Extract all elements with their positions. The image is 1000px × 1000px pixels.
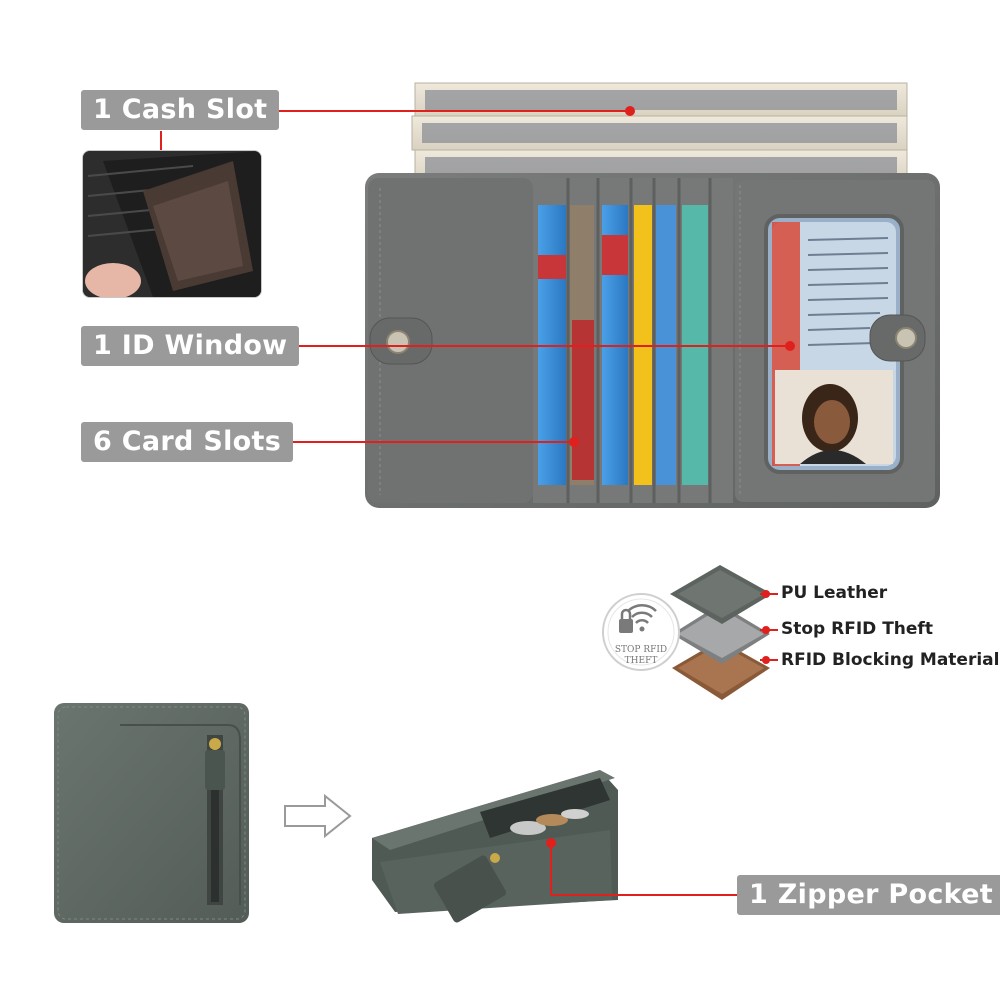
- callout-lines: [160, 110, 790, 443]
- snap-button: [895, 327, 917, 349]
- open-zipper-wallet: [372, 770, 618, 923]
- layer-label-pu-leather: PU Leather: [781, 583, 888, 603]
- rfid-badge-text-line2: THEFT: [624, 656, 658, 666]
- cash-slot-detail-illustration: [83, 151, 261, 297]
- callout-dot: [785, 341, 795, 351]
- layer-label-blocking-material: RFID Blocking Material: [781, 650, 1000, 670]
- callout-card-slots: 6 Card Slots: [81, 422, 294, 462]
- arrow-right-icon: [284, 793, 352, 839]
- layer-label-stop-rfid: Stop RFID Theft: [781, 619, 933, 639]
- cash-slot-detail-photo: [82, 150, 262, 298]
- callout-zipper-pocket: 1 Zipper Pocket: [737, 875, 1000, 915]
- callout-id-window: 1 ID Window: [81, 326, 300, 366]
- closed-wallet: [54, 703, 249, 923]
- wallet-left-flap: [368, 178, 533, 503]
- callout-dot: [569, 437, 579, 447]
- snap-button: [386, 330, 410, 354]
- rfid-badge-text-line1: STOP RFID: [614, 645, 668, 655]
- zipper-pull: [205, 750, 225, 790]
- callout-dot: [625, 106, 635, 116]
- rfid-layers: [670, 565, 772, 700]
- banknotes: [411, 82, 908, 185]
- rfid-lock-icon: [619, 604, 657, 633]
- callout-cash-slot: 1 Cash Slot: [81, 90, 280, 130]
